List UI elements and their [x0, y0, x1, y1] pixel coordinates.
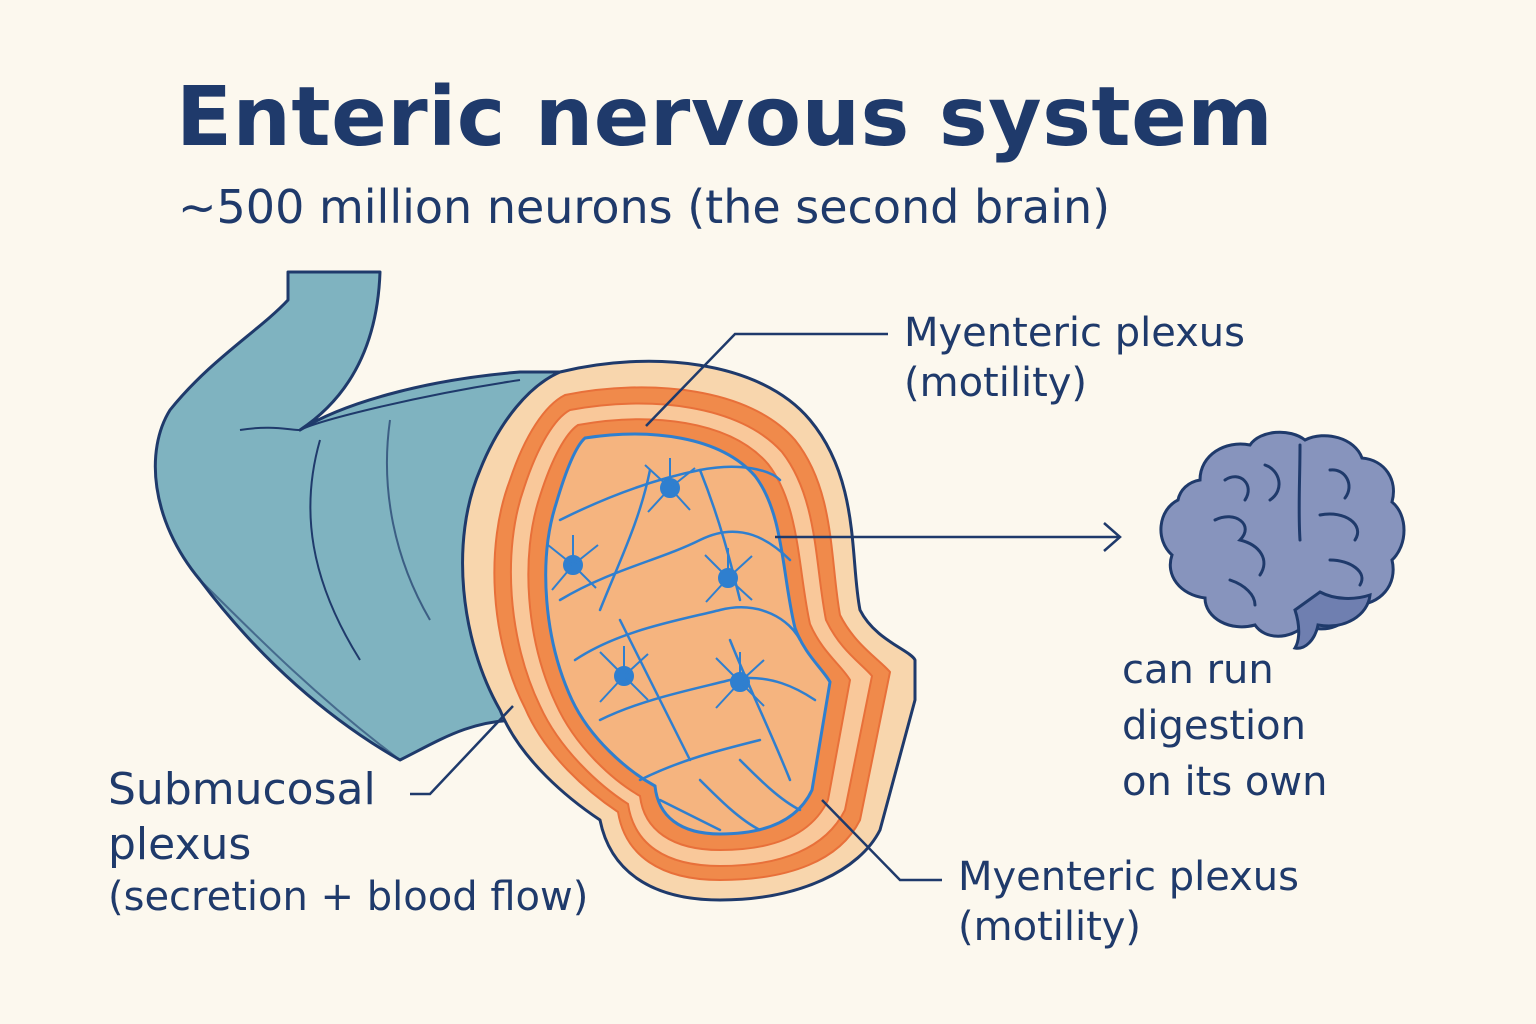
label-name-line1: Submucosal	[108, 764, 376, 815]
neuron	[715, 652, 765, 709]
neuron	[599, 646, 649, 703]
label-role: (secretion + blood flow)	[108, 874, 589, 920]
arrow-to-brain	[775, 522, 1122, 552]
label-myenteric-plexus-top: Myenteric plexus (motility)	[904, 308, 1245, 408]
cross-section	[461, 359, 917, 902]
neuron	[547, 535, 599, 591]
label-role: (motility)	[904, 360, 1088, 406]
label-myenteric-plexus-bottom: Myenteric plexus (motility)	[958, 852, 1299, 952]
label-name-line2: plexus	[108, 819, 252, 870]
brain-icon	[1159, 430, 1406, 650]
page-title: Enteric nervous system	[176, 70, 1274, 165]
neuron-cells	[547, 458, 765, 709]
label-role: (motility)	[958, 904, 1142, 950]
label-name: Myenteric plexus	[904, 310, 1245, 356]
neuron	[644, 458, 696, 513]
intestine-tube	[153, 270, 562, 762]
leader-lines	[410, 332, 942, 882]
note-line3: on its own	[1122, 759, 1328, 805]
nerve-network	[558, 465, 817, 832]
neuron	[704, 548, 753, 603]
note-line1: can run	[1122, 647, 1274, 693]
page-subtitle: ~500 million neurons (the second brain)	[178, 180, 1111, 234]
label-submucosal-plexus: Submucosal plexus (secretion + blood flo…	[108, 762, 588, 922]
leader-myenteric-top	[645, 332, 888, 427]
leader-submucosal	[410, 705, 514, 796]
label-name: Myenteric plexus	[958, 854, 1299, 900]
brain-note: can run digestion on its own	[1122, 642, 1327, 810]
leader-myenteric-bottom	[821, 799, 942, 882]
note-line2: digestion	[1122, 703, 1306, 749]
